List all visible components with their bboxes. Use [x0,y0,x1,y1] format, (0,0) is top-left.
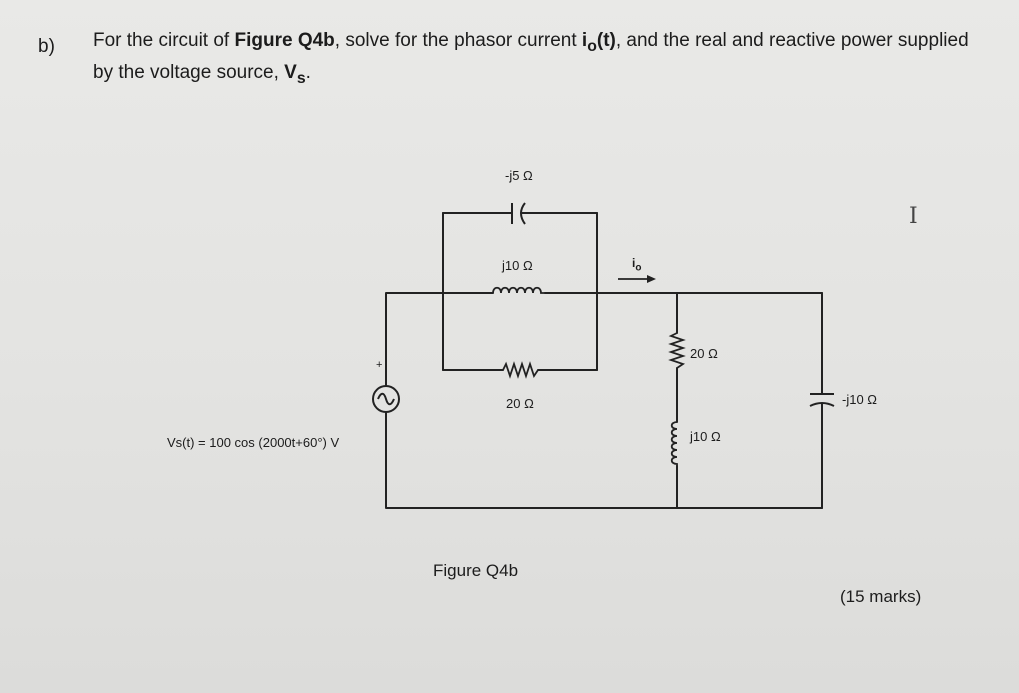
question-text: For the circuit of Figure Q4b, solve for… [93,28,993,92]
wire-left-top [385,292,444,387]
capacitor-right-label: -j10 Ω [842,392,878,407]
source-polarity-plus: + [376,359,383,371]
current-symbol: i [581,30,588,51]
question-text-part3: , and the real and reactive power suppli… [93,30,969,83]
text-cursor-icon: I [909,204,918,229]
current-label: io [632,256,642,274]
inductor-right-icon [670,421,678,466]
inductor-top-icon [492,286,545,294]
figure-caption: Figure Q4b [433,561,519,580]
current-subscript: o [587,37,597,55]
source-label: Vs(t) = 100 cos (2000t+60°) V [167,435,340,450]
resistor-mid-icon [502,361,539,379]
source-symbol: V [284,61,297,83]
resistor-right-icon [668,332,686,369]
ac-source-icon [372,385,400,413]
wire-source-bottom [385,411,823,509]
capacitor-top-label: -j5 Ω [505,168,533,183]
question-text-part1: For the circuit of [93,30,235,51]
resistor-mid-label: 20 Ω [506,396,534,411]
marks-label: (15 marks) [840,587,922,606]
inductor-right-label: j10 Ω [690,429,721,444]
question-label: b) [38,36,55,57]
question-text-part2: , solve for the phasor current [334,30,582,51]
inductor-top-label: j10 Ω [502,258,533,273]
capacitor-right-icon [809,393,835,407]
current-arrow-icon [618,275,656,283]
question-text-part4: . [305,61,311,83]
figure-reference: Figure Q4b [234,30,335,51]
current-tail: (t) [596,30,616,51]
resistor-right-label: 20 Ω [690,346,718,361]
capacitor-top-icon [511,202,526,225]
source-subscript: s [296,69,306,87]
